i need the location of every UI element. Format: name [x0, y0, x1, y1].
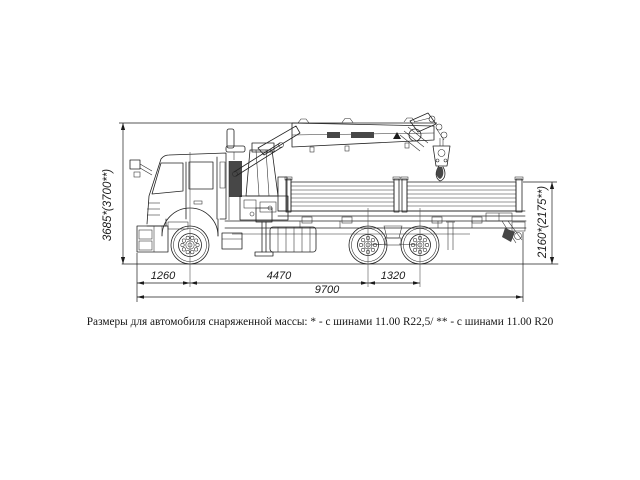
overall-height-dimension: 3685*(3700**): [102, 123, 126, 264]
door-window: [188, 161, 214, 190]
overall-length-dimension: 9700: [137, 284, 523, 299]
outrigger-leg: [254, 207, 274, 257]
side-mirror: [129, 159, 153, 178]
quarter-window: [219, 161, 226, 189]
bed-headboard: [277, 176, 288, 212]
front-overhang-label: 1260: [151, 270, 176, 282]
front-bumper: [136, 225, 169, 253]
toolbox: [221, 232, 243, 250]
cab-group: [129, 152, 242, 253]
crane-brand-plate: [327, 132, 340, 138]
rear-bogie-spacing-label: 1320: [381, 270, 406, 282]
cargo-bed-group: [277, 176, 526, 217]
warning-triangle: [393, 132, 401, 139]
door-handle: [193, 200, 203, 205]
chassis-group: [221, 207, 527, 257]
operator-seat: [225, 128, 246, 160]
platform-height-label: 2160*(2175**): [537, 186, 549, 259]
crane-jib-tip: [399, 112, 448, 152]
crane-hook: [432, 138, 451, 182]
overall-height-label: 3685*(3700**): [102, 169, 114, 241]
platform-height-dimension: 2160*(2175**): [537, 182, 555, 264]
crane-brand-plate: [351, 132, 374, 138]
crane-logo-circle: [408, 128, 422, 142]
rear-suspension: [369, 225, 419, 246]
wheelbase-label: 4470: [267, 270, 292, 282]
fuel-tank: [269, 226, 317, 253]
bed-panel-front: [290, 181, 395, 212]
crane-column: [245, 149, 279, 197]
crane-main-boom: [291, 122, 435, 148]
air-intake-stack: [229, 161, 242, 197]
cab-outline: [146, 152, 227, 225]
bed-panel-rear: [406, 181, 517, 212]
tow-coupling: [501, 220, 526, 244]
windshield: [151, 162, 184, 195]
dimension-annotations: 3685*(3700**) 2160*(2175**) 1260 4470 13…: [102, 122, 557, 302]
truck-drawing: [121, 112, 559, 265]
drawing-caption: Размеры для автомобиля снаряженной массы…: [87, 316, 554, 328]
axle-dimensions-row: 1260 4470 1320: [137, 270, 420, 285]
overall-length-label: 9700: [315, 284, 340, 296]
crane-group: [225, 112, 451, 221]
